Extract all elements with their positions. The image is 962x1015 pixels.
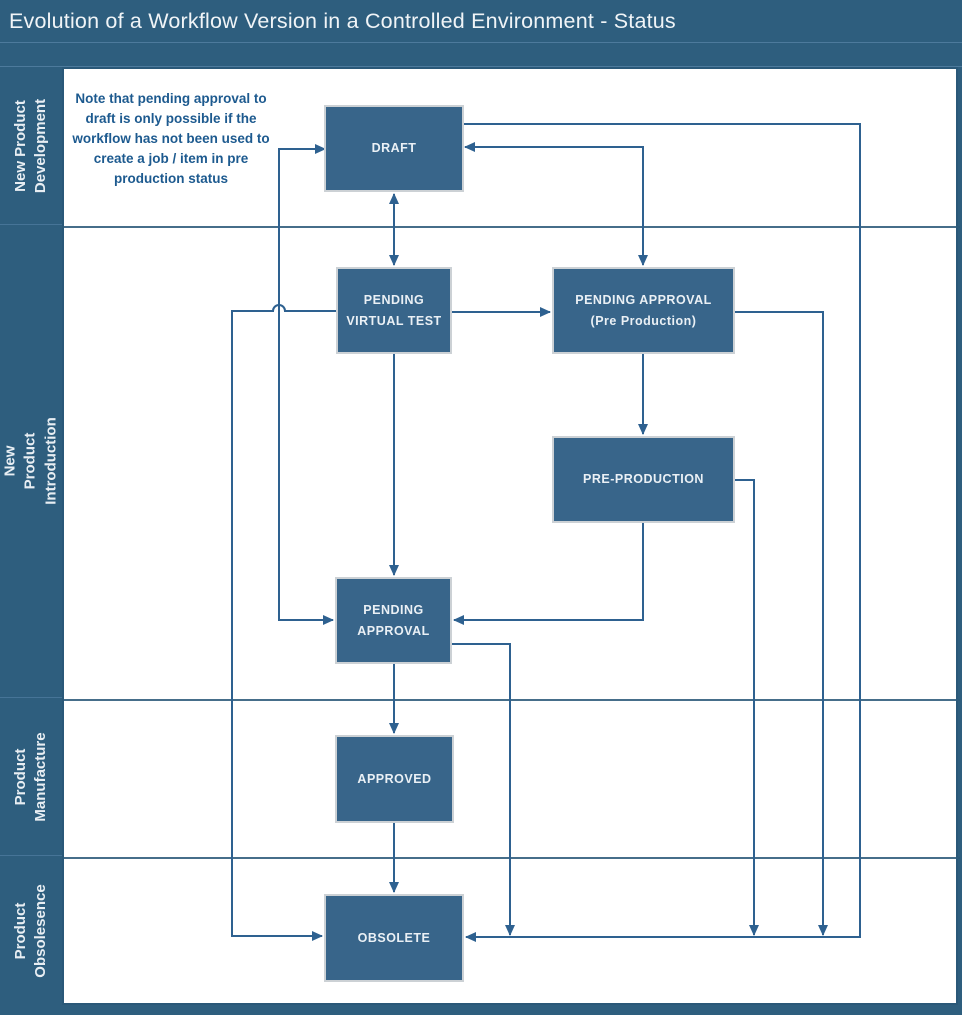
swimlane-label-column: New Product Development New Product Intr…: [0, 67, 62, 1005]
connector-pre-production-to-obsolete: [735, 479, 759, 936]
connector-pending-virtual-test-to-obsolete: [231, 304, 336, 941]
lane-label: New Product Introduction: [1, 417, 60, 505]
node-approved: APPROVED: [335, 735, 454, 823]
connector-layer: [64, 123, 960, 942]
node-pre-production: PRE-PRODUCTION: [552, 436, 735, 523]
node-obsolete: OBSOLETE: [324, 894, 464, 982]
node-pending-approval: PENDING APPROVAL: [335, 577, 452, 664]
node-pending-approval-pre-production: PENDING APPROVAL (Pre Production): [552, 267, 735, 354]
node-pending-virtual-test: PENDING VIRTUAL TEST: [336, 267, 452, 354]
connector-draft-to-obsolete: [464, 123, 861, 942]
page-title: Evolution of a Workflow Version in a Con…: [0, 0, 962, 43]
lane-divider-lines: [64, 226, 960, 859]
node-draft: DRAFT: [324, 105, 464, 192]
lane-label: Product Manufacture: [11, 731, 49, 822]
connector-pending-approval-draft-two-way: [278, 144, 334, 625]
header-spacer-band: [0, 44, 962, 67]
connector-pending-approval-to-obsolete: [452, 643, 515, 936]
lane-label: Product Obsolesence: [11, 883, 49, 978]
lane-label: New Product Development: [11, 98, 49, 193]
connector-pending-approval-pre-production-to-obsolete: [735, 311, 828, 936]
lane-product-manufacture: Product Manufacture: [0, 698, 62, 856]
connector-draft-pending-approval-pre-production-two-way: [464, 142, 648, 266]
note-text: Note that pending approval to draft is o…: [72, 91, 270, 186]
lane-new-product-introduction: New Product Introduction: [0, 225, 62, 698]
lane-new-product-development: New Product Development: [0, 67, 62, 225]
lane-product-obsolesence: Product Obsolesence: [0, 856, 62, 1005]
connector-pre-production-to-pending-approval: [453, 523, 644, 625]
diagram-canvas: Note that pending approval to draft is o…: [62, 67, 960, 1005]
